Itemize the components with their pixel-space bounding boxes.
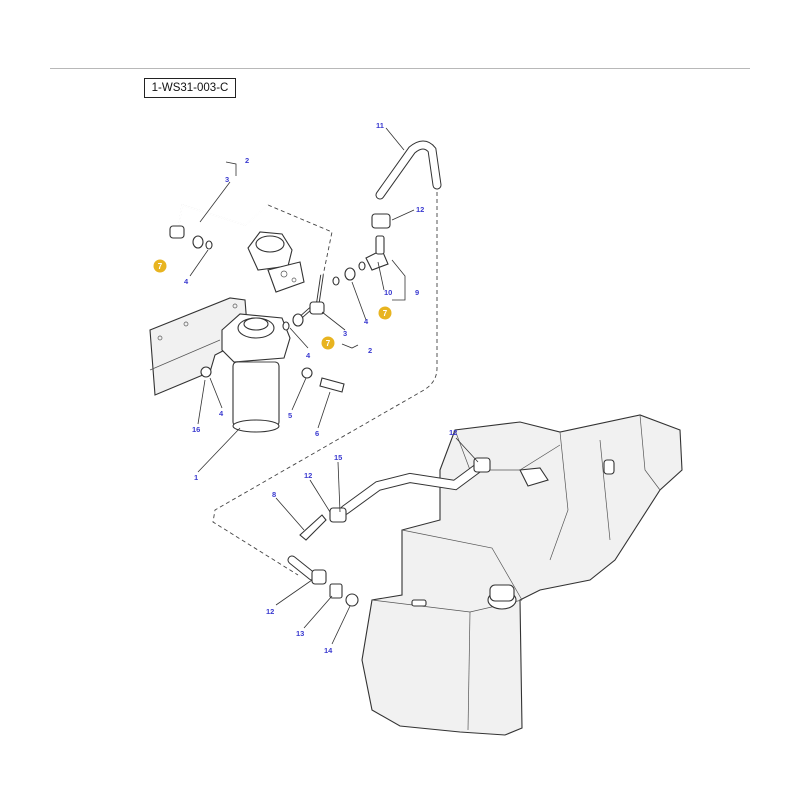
hose-clamp-12a <box>371 213 391 229</box>
hose-clamp-12d <box>311 569 327 585</box>
callout-3: 3 <box>225 175 229 184</box>
callout-6: 6 <box>315 429 319 438</box>
lower-hose-inner <box>288 556 316 580</box>
callout-11: 11 <box>376 121 384 130</box>
mounting-bracket <box>149 297 249 396</box>
callout-12: 12 <box>266 607 274 616</box>
header-divider <box>50 68 750 69</box>
callout-3: 3 <box>343 329 347 338</box>
fuel-tank <box>361 414 683 736</box>
callout-15: 15 <box>334 453 342 462</box>
callout-12: 12 <box>416 205 424 214</box>
callout-16: 16 <box>192 425 200 434</box>
callout-12: 12 <box>449 428 457 437</box>
return-route-dashed <box>212 185 438 576</box>
callout-4: 4 <box>364 317 369 326</box>
marker-label: 7 <box>158 262 163 271</box>
diagram-reference-code: 1-WS31-003-C <box>144 78 236 98</box>
return-hose-11-inner <box>376 141 441 199</box>
marker-dot <box>153 259 167 273</box>
marker-dot <box>378 306 392 320</box>
callout-13: 13 <box>296 629 304 638</box>
marker-dot <box>321 336 335 350</box>
callout-4: 4 <box>306 351 311 360</box>
fuel-filter <box>221 313 291 433</box>
callout-10: 10 <box>384 288 392 297</box>
callout-8: 8 <box>272 490 276 499</box>
callout-9: 9 <box>415 288 419 297</box>
hose-clamp-12c <box>329 507 347 523</box>
callout-14: 14 <box>324 646 333 655</box>
clip-8 <box>299 514 327 541</box>
callout-12: 12 <box>304 471 312 480</box>
callout-labels: 2 3 4 11 12 10 9 4 3 2 4 4 5 6 16 1 12 1… <box>184 121 457 655</box>
callout-2: 2 <box>245 156 249 165</box>
callout-4: 4 <box>219 409 224 418</box>
marker-label: 7 <box>326 339 331 348</box>
lift-pump <box>247 231 305 293</box>
callout-5: 5 <box>288 411 292 420</box>
marker-label: 7 <box>383 309 388 318</box>
tank-hose-15-inner <box>341 461 486 514</box>
leader-lines <box>189 127 479 645</box>
marker-badges: 7 7 7 <box>153 259 392 350</box>
callout-4: 4 <box>184 277 189 286</box>
banjo-fittings <box>169 225 389 393</box>
callout-1: 1 <box>194 473 198 482</box>
union-13 <box>329 583 343 599</box>
seal-14 <box>345 593 359 607</box>
fuel-pipe-upper-inner <box>177 203 269 233</box>
callout-2: 2 <box>368 346 372 355</box>
